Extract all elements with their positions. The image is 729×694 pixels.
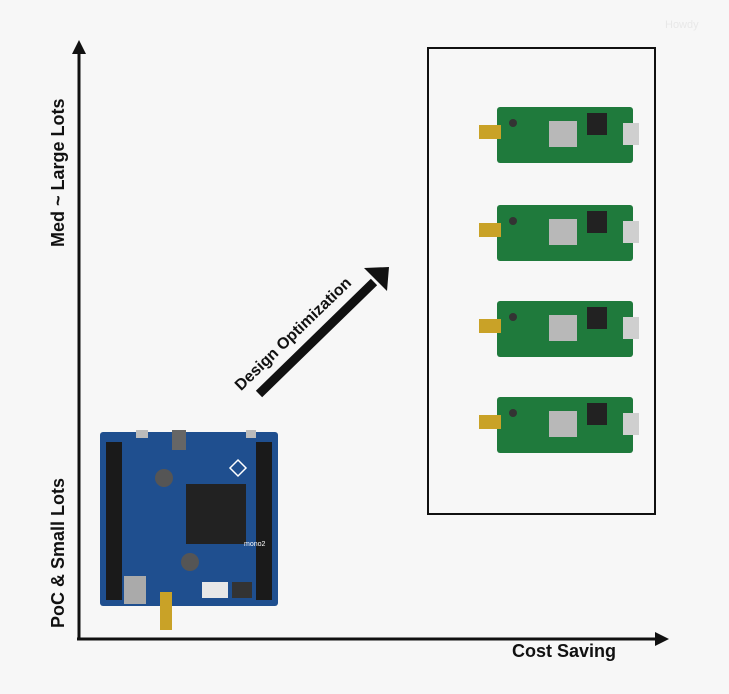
module-shield-can — [549, 315, 577, 341]
sma-antenna-connector — [160, 592, 172, 630]
module-usb-c — [623, 123, 639, 145]
module-hole — [509, 217, 517, 225]
ethernet-port — [124, 576, 146, 604]
module-sma-connector — [479, 223, 501, 237]
dev-board-image: mono2 — [100, 430, 278, 630]
optimized-module-1 — [479, 107, 639, 163]
optimization-arrow-head — [364, 267, 389, 291]
board-logo-icon — [228, 458, 248, 478]
module-chip — [587, 307, 607, 329]
module-chip — [587, 403, 607, 425]
micro-usb-connector — [246, 430, 256, 438]
y-axis-bottom-label: PoC & Small Lots — [48, 477, 68, 628]
x-axis-label: Cost Saving — [512, 641, 617, 661]
jst-connector — [202, 582, 228, 598]
y-axis-arrowhead — [72, 40, 86, 54]
black-connector — [232, 582, 252, 598]
audio-jack — [172, 430, 186, 450]
module-hole — [509, 409, 517, 417]
y-axis-top-label: Med ~ Large Lots — [48, 98, 68, 247]
optimized-modules-box — [427, 47, 656, 515]
module-usb-c — [623, 413, 639, 435]
optimized-module-4 — [479, 397, 639, 453]
watermark-text: Howdy — [665, 19, 699, 31]
optimization-arrow-shaft — [255, 278, 378, 398]
x-axis-arrowhead — [655, 632, 669, 646]
module-chip — [587, 113, 607, 135]
module-usb-c — [623, 221, 639, 243]
module-hole — [509, 119, 517, 127]
optimized-module-3 — [479, 301, 639, 357]
module-sma-connector — [479, 415, 501, 429]
inductor-1 — [155, 469, 173, 487]
pin-header-left — [106, 442, 122, 600]
module-shield-can — [549, 411, 577, 437]
module-chip — [587, 211, 607, 233]
board-silkscreen-text: mono2 — [244, 541, 266, 548]
optimized-module-2 — [479, 205, 639, 261]
inductor-2 — [181, 553, 199, 571]
module-hole — [509, 313, 517, 321]
module-usb-c — [623, 317, 639, 339]
usb-connector — [136, 430, 148, 438]
module-sma-connector — [479, 319, 501, 333]
module-shield-can — [549, 121, 577, 147]
fpga-chip — [186, 484, 246, 544]
module-shield-can — [549, 219, 577, 245]
module-sma-connector — [479, 125, 501, 139]
pin-header-right — [256, 442, 272, 600]
